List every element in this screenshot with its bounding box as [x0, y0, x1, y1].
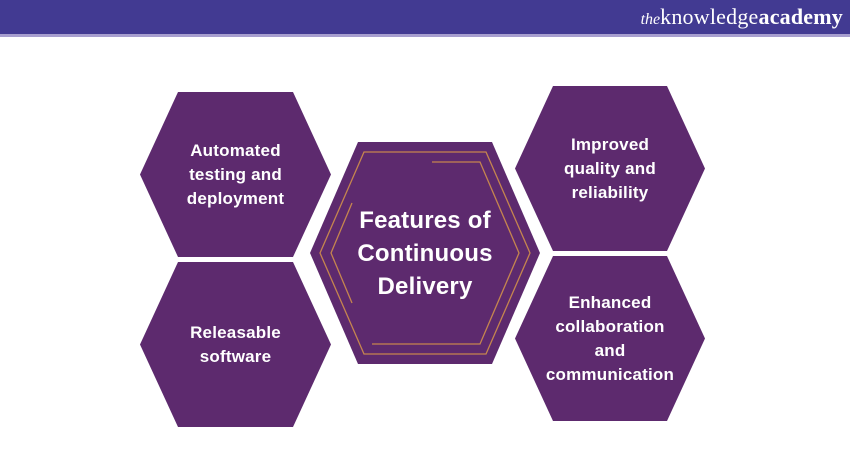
logo-academy: academy — [758, 4, 843, 29]
hexagon-central-title — [310, 142, 540, 364]
accent-outline — [319, 151, 531, 355]
hexagon-improved-quality — [515, 86, 705, 251]
logo-knowledge: knowledge — [660, 4, 759, 29]
hexagon-enhanced-collaboration — [515, 256, 705, 421]
hexagon-releasable-software — [140, 262, 331, 427]
hexagon-automated-testing — [140, 92, 331, 257]
logo-the: the — [640, 11, 661, 28]
accent-outline-partial — [372, 161, 520, 345]
accent-chevron — [330, 202, 353, 304]
header-underline — [0, 34, 850, 37]
